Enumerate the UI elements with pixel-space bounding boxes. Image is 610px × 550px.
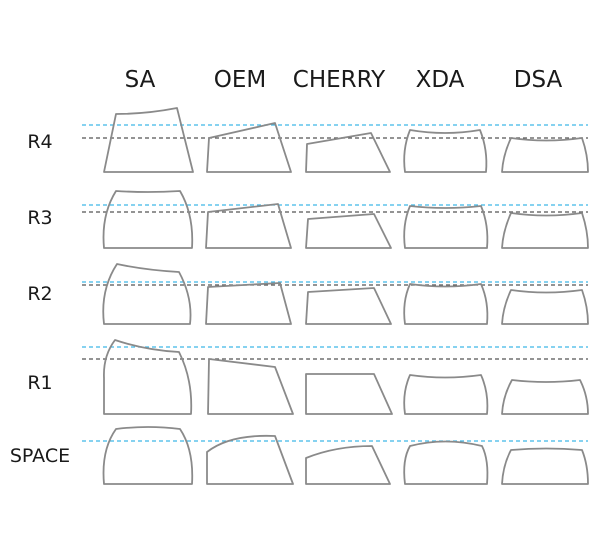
- keycap-oem-r1: [207, 358, 294, 415]
- column-label-sa: SA: [125, 67, 156, 93]
- keycap-dsa-space: [501, 447, 589, 485]
- keycap-dsa-r1: [501, 379, 589, 415]
- keycap-dsa-r4: [501, 137, 589, 173]
- column-label-cherry: CHERRY: [293, 67, 386, 93]
- column-label-xda: XDA: [416, 67, 465, 93]
- keycap-dsa-r2: [501, 289, 589, 325]
- keycap-sa-r4: [103, 107, 194, 173]
- keycap-cherry-r1: [305, 373, 393, 415]
- row-label-r3: R3: [27, 207, 52, 229]
- keycap-cherry-space: [305, 445, 391, 485]
- keycap-oem-r3: [205, 203, 292, 249]
- keycap-sa-r2: [102, 263, 192, 325]
- keycap-xda-space: [403, 440, 489, 485]
- keycap-cherry-r4: [305, 132, 391, 173]
- keycap-xda-r3: [403, 205, 489, 249]
- keycap-sa-r1: [103, 339, 193, 415]
- keycap-sa-r3: [102, 190, 194, 249]
- keycap-oem-space: [206, 434, 294, 485]
- keycap-xda-r4: [403, 129, 488, 173]
- column-label-oem: OEM: [214, 67, 266, 93]
- column-label-dsa: DSA: [514, 67, 563, 93]
- guide-lines: [82, 124, 588, 442]
- keycap-cherry-r2: [305, 287, 392, 325]
- keycap-xda-r2: [403, 283, 489, 325]
- keycap-xda-r1: [403, 374, 489, 415]
- keycap-sa-space: [102, 426, 194, 485]
- row-label-r4: R4: [27, 131, 52, 153]
- row-label-r2: R2: [27, 283, 52, 305]
- keycap-dsa-r3: [501, 212, 589, 249]
- keycap-cherry-r3: [305, 213, 392, 249]
- keycap-oem-r4: [206, 122, 292, 173]
- row-label-r1: R1: [27, 372, 52, 394]
- row-label-space: SPACE: [10, 445, 70, 467]
- keycap-oem-r2: [205, 282, 292, 325]
